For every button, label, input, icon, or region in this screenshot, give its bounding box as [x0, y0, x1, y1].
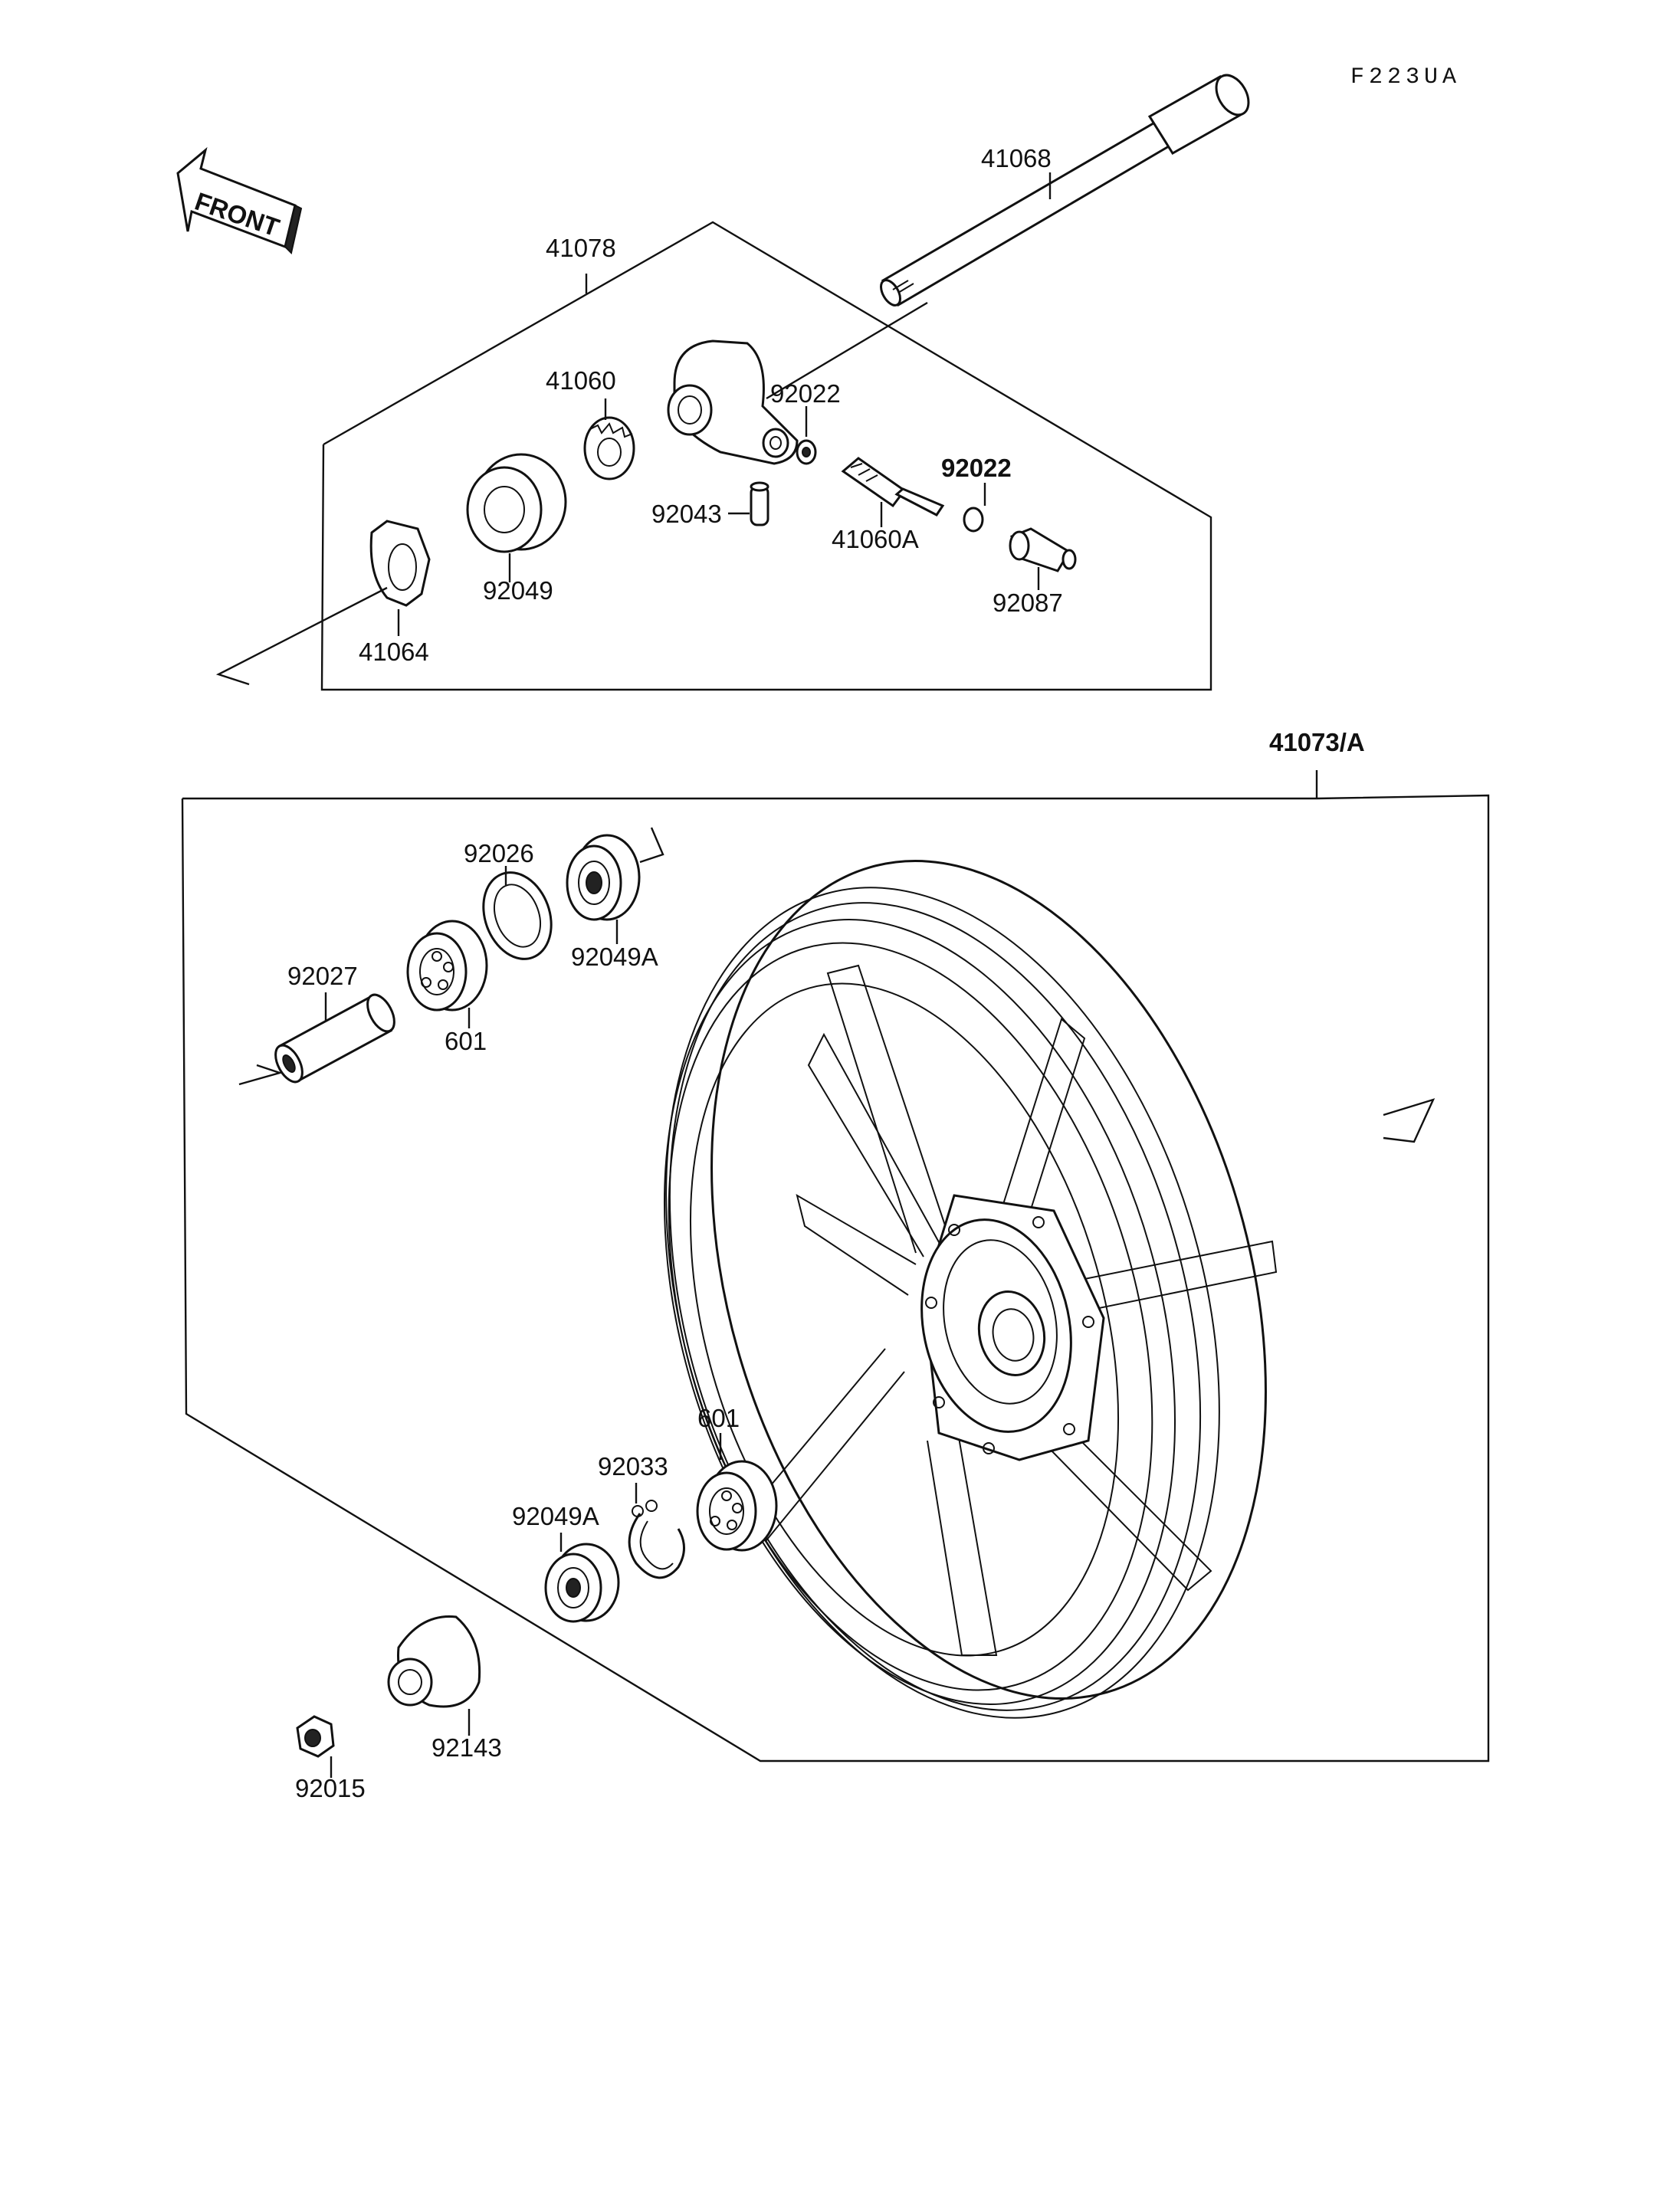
part-label-92049A-upper: 92049A — [571, 943, 658, 971]
part-label-41064: 41064 — [359, 638, 429, 666]
wheel-spokes — [746, 964, 1278, 1656]
bearing-601-lower — [696, 1460, 778, 1552]
part-label-92015: 92015 — [295, 1774, 366, 1802]
pin-92043 — [750, 481, 769, 526]
part-label-41078: 41078 — [546, 234, 616, 262]
part-label-92049A-lower: 92049A — [512, 1502, 599, 1530]
bearing-92049 — [466, 453, 567, 553]
part-label-92043: 92043 — [651, 500, 722, 528]
washer-92022-lower — [963, 507, 984, 533]
part-label-92033: 92033 — [598, 1452, 668, 1481]
part-label-41060A: 41060A — [832, 525, 919, 553]
part-label-92143: 92143 — [431, 1733, 502, 1762]
part-label-92049: 92049 — [483, 576, 553, 605]
wheel-hub — [920, 1194, 1105, 1461]
part-label-92022-lower: 92022 — [941, 454, 1012, 482]
ring-92026 — [482, 871, 553, 960]
pinion-41060A — [841, 457, 945, 516]
circlip-92033 — [628, 1500, 685, 1579]
bearing-92049A-upper — [566, 834, 641, 921]
collar-92143 — [387, 1615, 481, 1708]
gear-housing — [667, 339, 799, 465]
part-label-41073A: 41073/A — [1269, 728, 1365, 756]
part-label-92087: 92087 — [993, 589, 1063, 617]
part-label-601-lower: 601 — [697, 1404, 740, 1432]
bearing-601-upper — [406, 920, 488, 1012]
part-label-92027: 92027 — [287, 962, 358, 990]
part-label-601-upper: 601 — [445, 1027, 487, 1055]
bushing-92087 — [1009, 527, 1077, 572]
axle-41068 — [880, 74, 1250, 307]
spacer-92027 — [274, 993, 395, 1084]
bearing-92049A-lower — [544, 1543, 620, 1623]
part-label-41060: 41060 — [546, 366, 616, 395]
front-arrow-icon: FRONT — [176, 146, 303, 254]
upper-assembly-frame — [320, 221, 1212, 691]
nut-92015 — [296, 1715, 335, 1758]
part-label-92022-upper: 92022 — [770, 379, 841, 408]
part-label-92026: 92026 — [464, 839, 534, 867]
drawing-code: F223UA — [1350, 64, 1461, 90]
part-label-41068: 41068 — [981, 144, 1052, 172]
gear-41060 — [583, 416, 635, 480]
collar-41064 — [369, 520, 431, 607]
